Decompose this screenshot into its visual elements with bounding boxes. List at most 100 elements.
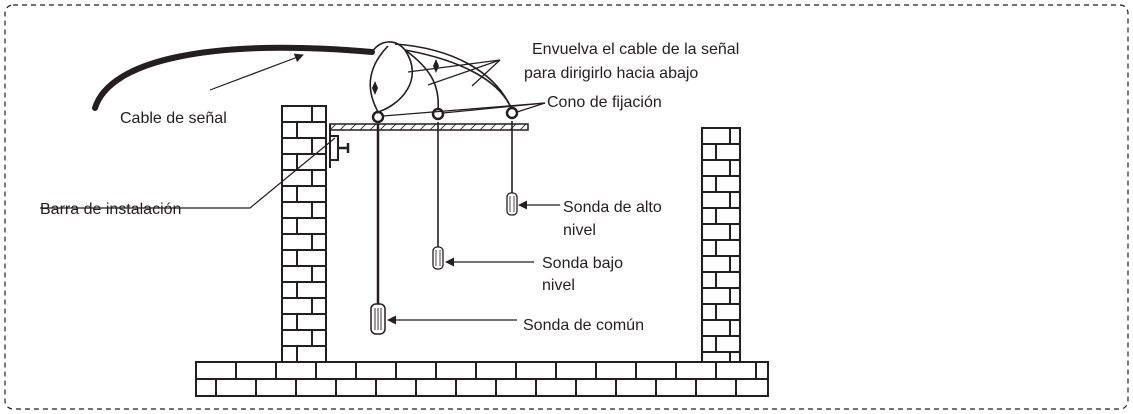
brick [281, 281, 298, 299]
brick [495, 378, 537, 397]
left-brick-wall [281, 105, 327, 363]
brick [729, 159, 741, 177]
brick [701, 255, 731, 273]
brick [729, 351, 741, 363]
probe-low-icon [432, 246, 444, 270]
brick [729, 287, 741, 305]
brick [296, 185, 327, 203]
brick [701, 287, 731, 305]
wrap-cable-label-line1: Envuelva el cable de la señal [532, 41, 739, 58]
brick [296, 281, 327, 299]
brick [355, 361, 397, 380]
probe-low-label-line1: Sonda bajo [542, 255, 623, 272]
bottom-brick-floor [195, 361, 769, 397]
cable-bundle [369, 41, 513, 113]
brick [311, 169, 327, 187]
brick [281, 201, 313, 219]
brick [235, 361, 277, 380]
brick [195, 378, 217, 397]
brick [315, 361, 357, 380]
brick [701, 159, 731, 177]
brick [415, 378, 457, 397]
brick [755, 361, 769, 380]
brick [281, 249, 298, 267]
brick [735, 378, 769, 397]
brick [729, 127, 741, 145]
brick [281, 313, 298, 331]
brick [595, 361, 637, 380]
probe-low-label-line2: nivel [542, 277, 575, 294]
brick [655, 378, 697, 397]
brick [729, 191, 741, 209]
brick [701, 143, 717, 161]
brick [575, 378, 617, 397]
brick [281, 329, 313, 347]
brick [701, 239, 717, 257]
brick [715, 175, 741, 193]
brick [729, 319, 741, 337]
brick [701, 335, 717, 353]
brick [275, 361, 317, 380]
brick [311, 265, 327, 283]
installation-bar-label: Barra de instalación [40, 201, 181, 218]
signal-cable [92, 44, 375, 111]
leader-lines [40, 53, 560, 325]
brick [675, 361, 717, 380]
brick [701, 319, 731, 337]
fixing-cone-label: Cono de fijación [547, 94, 662, 111]
brick [701, 191, 731, 209]
brick [281, 345, 298, 363]
brick [515, 361, 557, 380]
brick [455, 378, 497, 397]
brick [311, 105, 327, 123]
brick [701, 207, 717, 225]
right-brick-wall [701, 127, 741, 363]
probe-high-label-line1: Sonda de alto [563, 199, 662, 216]
brick [255, 378, 297, 397]
brick [729, 223, 741, 241]
brick [375, 378, 417, 397]
brick [701, 223, 731, 241]
brick [615, 378, 657, 397]
brick [535, 378, 577, 397]
brick [215, 378, 257, 397]
brick [701, 303, 717, 321]
brick [311, 329, 327, 347]
cable-tie [372, 81, 378, 95]
cable-tie [433, 59, 439, 73]
probe-common-icon [370, 303, 386, 335]
brick [395, 361, 437, 380]
brick [296, 153, 327, 171]
brick [311, 297, 327, 315]
brick [295, 378, 337, 397]
brick [311, 201, 327, 219]
probe-common-label: Sonda de común [523, 317, 644, 334]
brick [701, 175, 717, 193]
brick [715, 143, 741, 161]
installation-bar [329, 123, 529, 168]
brick [715, 303, 741, 321]
brick [335, 378, 377, 397]
probe-cables [376, 121, 513, 304]
brick [281, 233, 313, 251]
probe-high-label-line2: nivel [563, 222, 596, 239]
brick [281, 185, 298, 203]
brick [281, 297, 313, 315]
brick [281, 265, 313, 283]
brick [701, 271, 717, 289]
brick [715, 361, 757, 380]
brick [701, 127, 731, 145]
wrap-cable-label-line2: para dirigirlo hacia abajo [524, 65, 698, 82]
brick [195, 361, 237, 380]
brick [695, 378, 737, 397]
dashed-frame [4, 4, 1129, 410]
probe-high-icon [506, 192, 518, 216]
brick [296, 249, 327, 267]
brick [555, 361, 597, 380]
brick [296, 345, 327, 363]
brick [296, 217, 327, 235]
brick [715, 271, 741, 289]
brick [296, 121, 327, 139]
brick [435, 361, 477, 380]
